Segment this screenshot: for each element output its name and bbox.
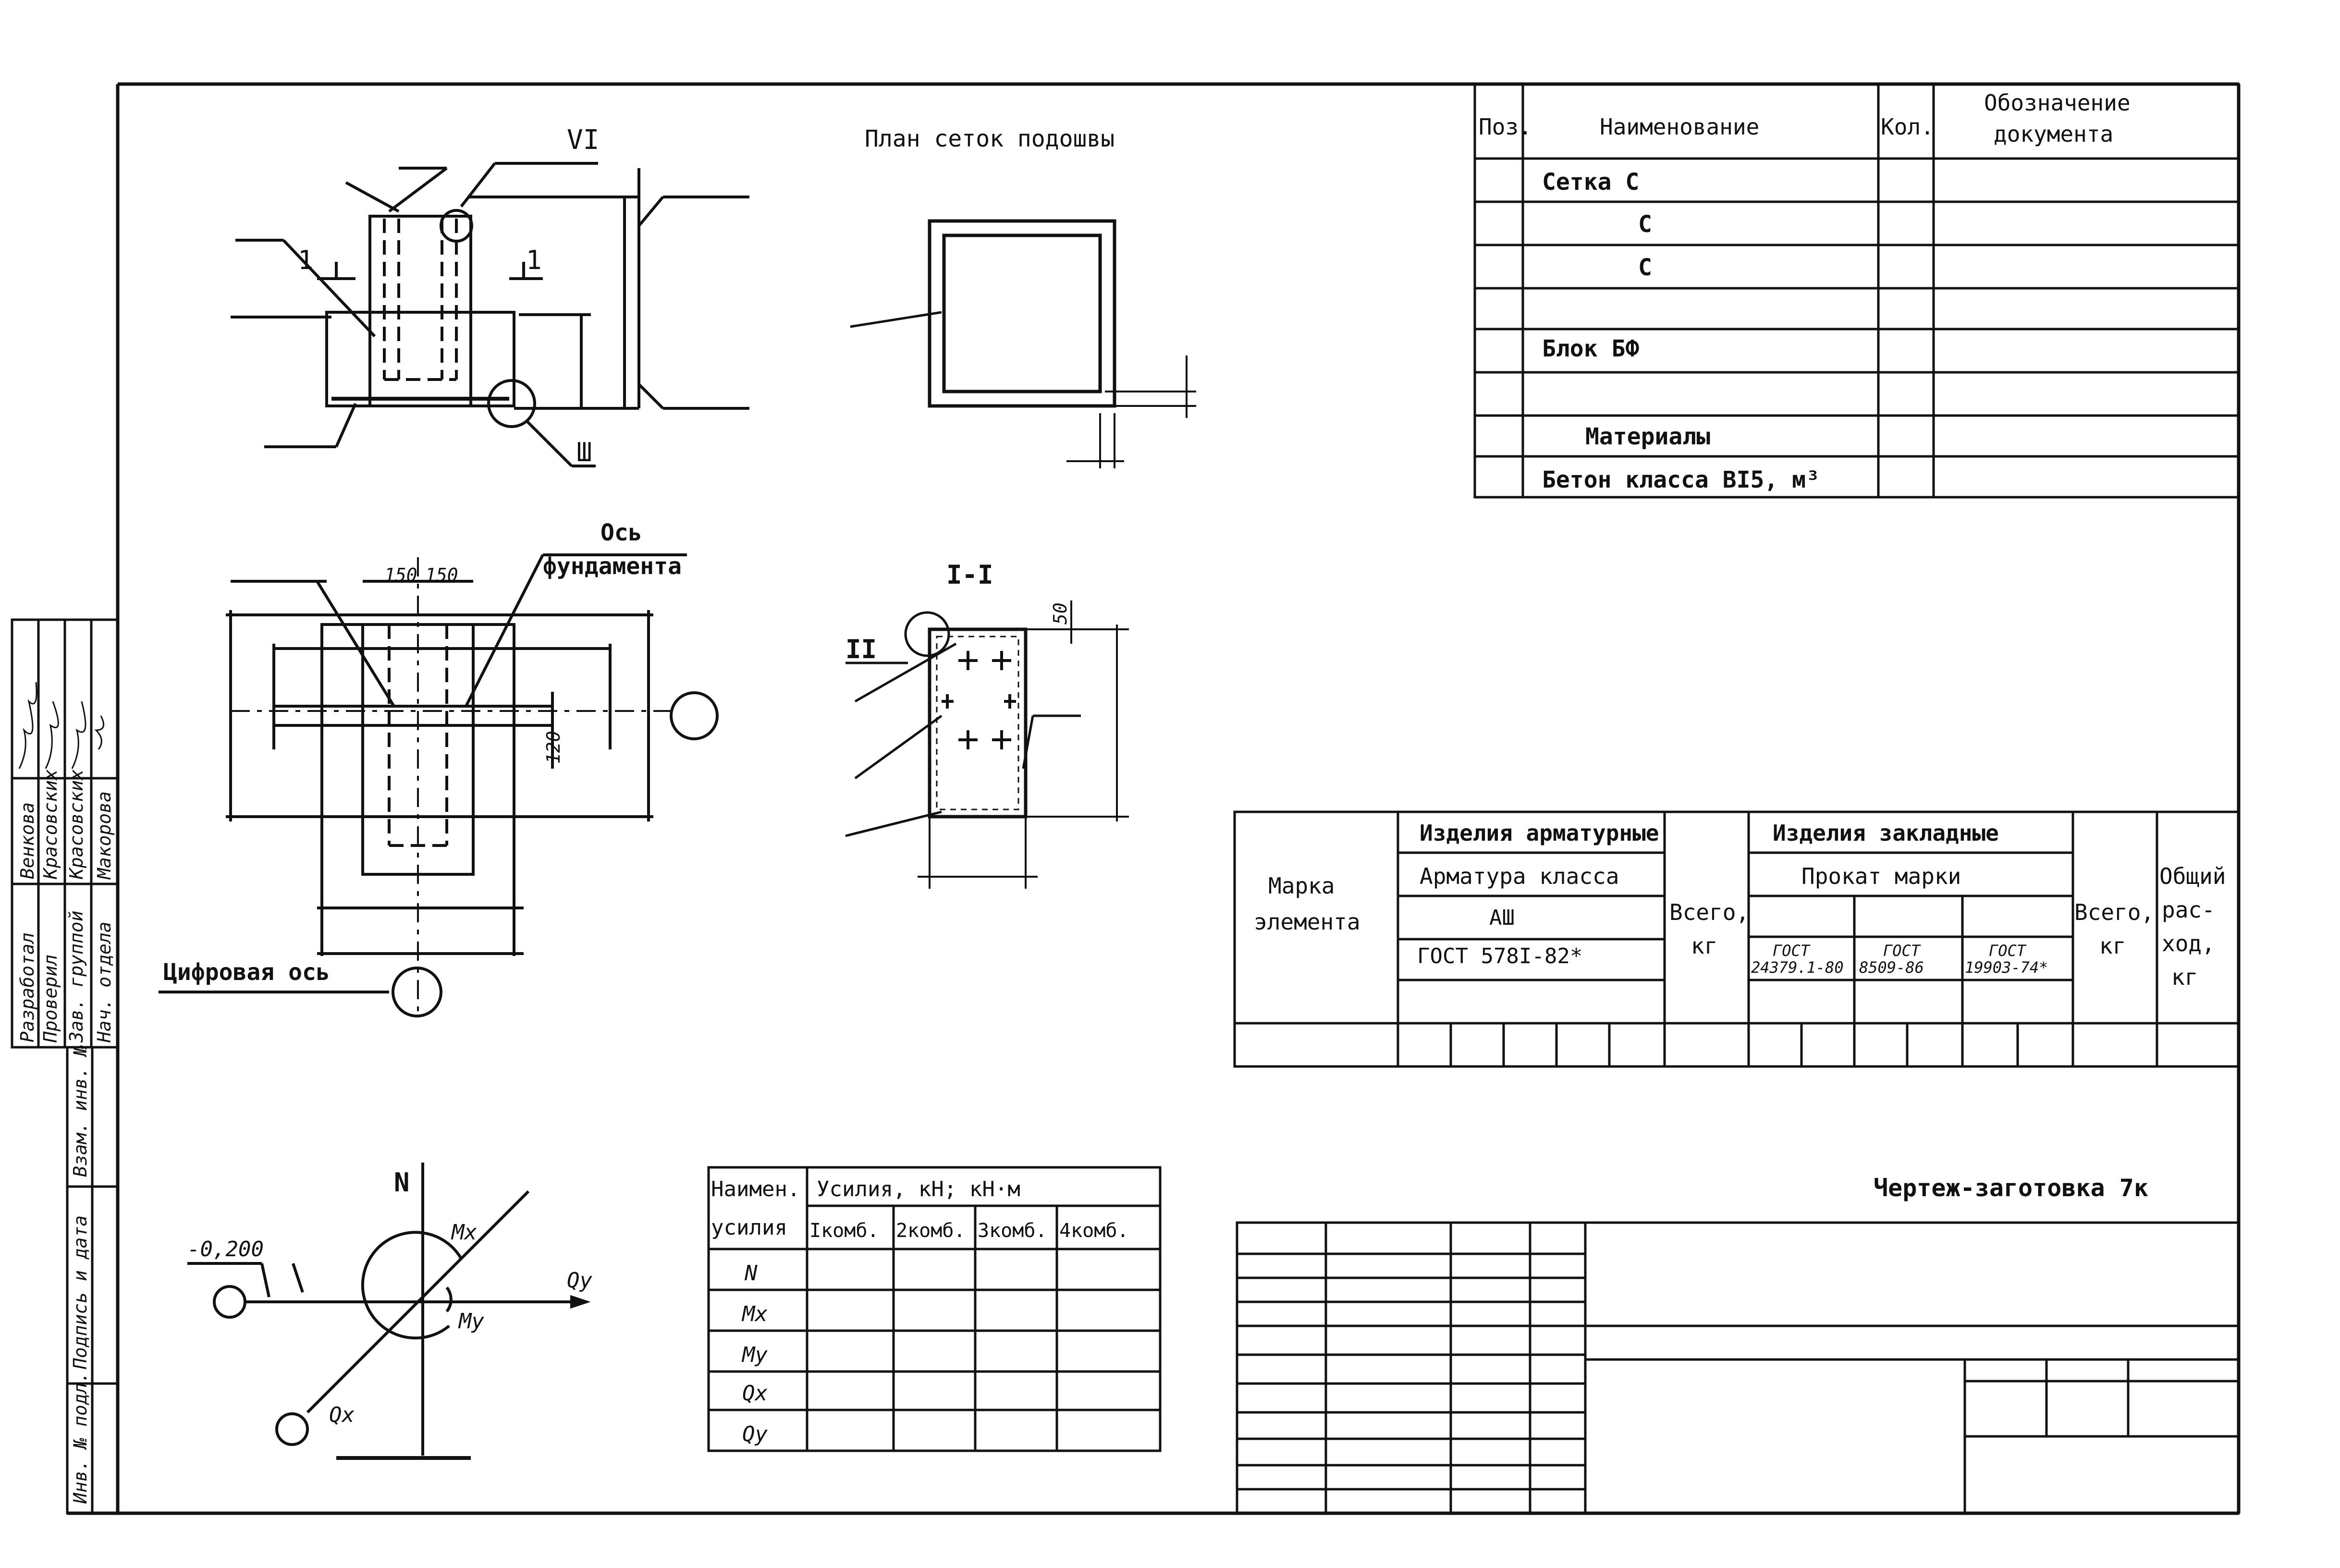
forces-row-n: N [744,1261,758,1286]
forces-col1-2: усилия [711,1215,787,1240]
dim-50: 50 [1050,602,1071,625]
forces-row-mx: Mx [741,1302,768,1326]
margin-replace-label: Взам. инв. № [70,1045,91,1177]
plan-title: План сеток подошвы [865,125,1115,152]
stamp-role-4: Нач. отдела [94,921,115,1043]
forces-row-my: My [741,1343,768,1367]
foundation-elevation [231,162,749,467]
steel-gost-3b: 19903-74* [1965,958,2048,977]
left-margin-stamp [11,618,119,1515]
forces-header: Усилия, кН; кН·м [817,1177,1020,1201]
label-iii: Ш [576,437,592,467]
rebar-crosses [942,651,1016,749]
forces-combo-4: 4комб. [1059,1220,1129,1242]
steel-total-2: кг [1691,933,1717,959]
margin-sign-label: Подпись и дата [70,1215,91,1370]
force-qy-label: Qy [567,1268,592,1293]
level-label: -0,200 [187,1237,264,1262]
forces-row-qx: Qx [742,1381,768,1406]
spec-row-5-name: Блок БФ [1542,335,1639,362]
digital-axis-label: Цифровая ось [163,959,330,986]
steel-gost-2a: ГОСТ [1883,942,1921,960]
spec-row-3-name: С [1638,254,1652,281]
steel-rebar-class: Арматура класса [1420,863,1619,889]
force-mx-label: Mx [451,1220,477,1245]
spec-header-name: Наименование [1600,114,1759,140]
drawing-name: Чертеж-заготовка 7к [1874,1174,2148,1202]
steel-rebar-grade: АШ [1489,906,1515,930]
stamp-name-4: Макорова [94,791,115,880]
steel-emb-total-2: кг [2099,933,2126,959]
signatures [18,682,105,769]
forces-col1-1: Наимен. [711,1177,800,1201]
steel-mark-1: Марка [1268,873,1335,899]
steel-total-1: Всего, [1669,899,1749,925]
steel-rebar-gost: ГОСТ 578I-82* [1417,944,1582,968]
force-qx-label: Qx [329,1403,355,1427]
stamp-name-2: Красовских [40,769,61,880]
margin-inv-label: Инв. № подл. [70,1372,91,1504]
spec-header-qty: Кол. [1881,114,1934,140]
force-diagram [187,1163,591,1460]
forces-combo-3: 3комб. [978,1220,1047,1242]
steel-rebar-group: Изделия арматурные [1420,820,1659,846]
steel-gost-1b: 24379.1-80 [1751,958,1844,977]
steel-overall-4: кг [2171,964,2198,990]
section-title: I-I [946,560,993,590]
steel-emb-total-1: Всего, [2074,899,2154,925]
steel-gost-2b: 8509-86 [1859,958,1924,977]
spec-row-2-name: С [1638,211,1652,238]
stamp-name-1: Венкова [17,802,38,879]
steel-overall-3: ход, [2162,931,2215,956]
axis-foundation-label-1: Ось [600,519,642,546]
steel-overall-1: Общий [2159,863,2226,889]
force-my-label: My [458,1309,484,1334]
steel-gost-1a: ГОСТ [1773,942,1811,960]
mesh-plan [850,219,1196,468]
forces-combo-2: 2комб. [896,1220,966,1242]
force-n-label: N [394,1167,410,1198]
section-mark-left: 1 [298,245,314,275]
steel-gost-3a: ГОСТ [1989,942,2027,960]
steel-embedded-group: Изделия закладные [1773,820,1999,846]
label-ii: II [845,634,877,664]
stamp-role-2: Проверил [40,955,61,1043]
forces-combo-1: Iкомб. [809,1220,879,1242]
spec-header-doc-line1: Обозначение [1984,90,2131,116]
forces-row-qy: Qy [742,1422,768,1446]
forces-table [707,1166,1162,1452]
axis-foundation-label-2: фундамента [543,553,682,580]
foundation-plan [159,553,719,1018]
spec-row-1-name: Сетка С [1542,169,1639,196]
steel-rolled: Прокат марки [1801,863,1961,889]
section-mark-right: 1 [526,245,542,275]
spec-row-7-name: Материалы [1585,423,1710,450]
spec-header-pos: Поз. [1479,114,1532,140]
steel-table [1233,810,2240,1068]
steel-mark-2: элемента [1254,909,1360,935]
steel-overall-2: рас- [2162,897,2215,923]
stamp-name-3: Красовских [66,769,87,880]
section-view [845,600,1129,889]
title-block [1236,1221,2240,1515]
spec-row-8-name: Бетон класса ВI5, м³ [1542,466,1820,493]
label-vi: VI [567,124,599,156]
stamp-role-3: Зав. группой [66,910,87,1043]
spec-header-doc-line2: документа [1994,121,2113,147]
stamp-role-1: Разработал [17,932,38,1042]
sheet-frame [67,82,2241,1515]
spec-table [1473,83,2240,499]
